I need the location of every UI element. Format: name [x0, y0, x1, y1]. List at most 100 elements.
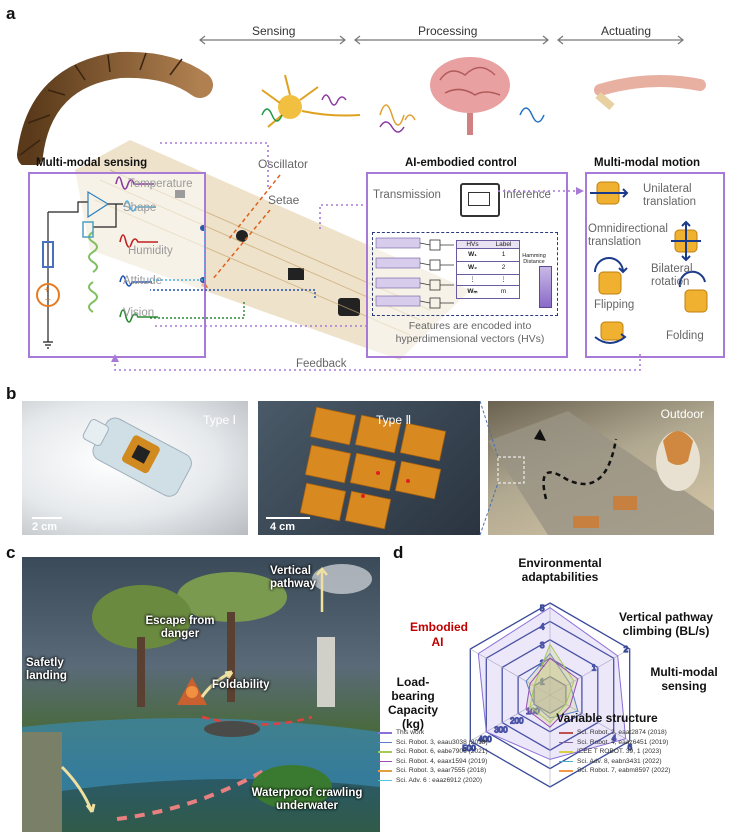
axis-vertical-climbing: Vertical pathway climbing (BL/s) — [618, 610, 714, 638]
legend-item: Sci. Robot. 3, eaar7555 (2018) — [378, 766, 553, 776]
legend-item: Sci. Adv. 6 : eaaz6912 (2020) — [378, 776, 553, 786]
legend-item: Sci. Robot. 7, eabm8597 (2022) — [559, 766, 734, 776]
annot-safely-landing: Safetly landing — [26, 657, 67, 682]
legend-label: Sci. Adv. 6 : eaaz6912 (2020) — [396, 776, 483, 784]
inference-label: Inference — [503, 189, 551, 201]
legend-swatch — [559, 751, 573, 753]
zoom-lines — [479, 400, 499, 536]
signal-temperature: Temperature — [128, 178, 193, 190]
hv-table-header-label: Label — [495, 241, 512, 248]
sensor-waveforms — [115, 176, 158, 323]
annot-vertical-pathway: Vertical pathway — [270, 565, 317, 590]
axis-multimodal-sensing: Multi-modal sensing — [650, 665, 718, 693]
mode-flipping: Flipping — [594, 299, 635, 311]
type-1-tag: Type Ⅰ — [203, 413, 236, 427]
radar-tick-label: 6 — [628, 743, 633, 752]
centipede-image — [17, 51, 213, 165]
mode-unilateral-translation: Unilateral translation — [643, 183, 697, 208]
type-2-tag: Type Ⅱ — [376, 413, 412, 427]
panel-label-b: b — [6, 384, 17, 403]
control-title: AI-embodied control — [405, 157, 517, 169]
legend-label: Sci. Robot. 3, eaar7555 (2018) — [396, 767, 487, 775]
scale-4cm: 4 cm — [270, 521, 296, 533]
hv-encoder-inputs — [375, 237, 454, 309]
brain-image — [379, 57, 510, 135]
legend-item: Sci. Adv. 8, eabn3431 (2022) — [559, 757, 734, 767]
legend-label: Sci. Robot. 4, eaaz6451 (2019) — [577, 738, 669, 746]
legend-swatch — [378, 741, 392, 743]
legend-item: Sci. Robot. 6, eabe7906 (2021) — [378, 747, 553, 757]
legend-swatch — [559, 732, 573, 734]
legend-label: Sci. Robot. 4, eaax1594 (2019) — [396, 757, 488, 765]
legend-swatch — [378, 770, 392, 772]
svg-text:−: − — [45, 295, 51, 306]
legend-swatch — [378, 779, 392, 781]
mode-folding: Folding — [666, 330, 704, 342]
feedback-label: Feedback — [296, 358, 347, 370]
legend-item: Sci. Robot. 3, eaat2874 (2018) — [559, 728, 734, 738]
legend-swatch — [559, 760, 573, 762]
radar-tick-label: 2 — [624, 645, 629, 654]
neuron-image — [261, 74, 361, 128]
radar-tick-label: 4 — [612, 734, 617, 743]
legend-item: Sci. Robot. 4, eaax1594 (2019) — [378, 757, 553, 767]
modular-robot-image — [299, 406, 447, 530]
hv-table-row: W₂ 2 — [456, 262, 520, 275]
stage-sensing: Sensing — [252, 24, 296, 38]
radar-tick-label: 4 — [540, 622, 545, 631]
radar-spoke — [470, 694, 551, 742]
axis-embodied-ai: Embodied AI — [410, 620, 469, 649]
legend-label: This work — [396, 729, 425, 737]
hv-table-header-hvs: HVs — [466, 241, 479, 248]
legend-label: Sci. Robot. 3, eaau3038 (2018) — [396, 738, 488, 746]
sensing-title: Multi-modal sensing — [36, 157, 148, 169]
panel-label-c: c — [6, 543, 16, 562]
radar-tick-label: 1 — [592, 663, 597, 672]
hv-table: HVs Label W₁ 1 W₂ 2 ⋮ ⋮ Wₘ m — [456, 240, 520, 299]
radar-series-polygon — [529, 643, 575, 724]
radar-tick-label: 300 — [494, 726, 508, 735]
stage-arrows — [199, 35, 684, 45]
svg-text:+: + — [44, 285, 50, 296]
scale-bar — [266, 517, 310, 519]
oscillator-label: Oscillator — [258, 157, 309, 171]
legend-swatch — [559, 770, 573, 772]
bio-illustration — [17, 51, 706, 165]
legend-item: Sci. Robot. 3, eaau3038 (2018) — [378, 738, 553, 748]
axis-load-bearing: Load-bearing Capacity (kg) — [387, 675, 439, 731]
axis-environmental: Environmental adaptabilities — [518, 556, 602, 584]
radar-series-polygon — [525, 652, 579, 719]
hv-table-row: ⋮ ⋮ — [456, 275, 520, 286]
annot-foldability: Foldability — [212, 679, 270, 691]
stage-processing: Processing — [418, 24, 478, 38]
radar-spoke — [549, 648, 630, 696]
radar-tick-label: 100 — [526, 707, 540, 716]
signal-shape: Shape — [123, 202, 157, 214]
sensing-circuit: + − — [36, 176, 204, 349]
hv-table-row: Wₘ m — [456, 286, 520, 299]
scale-bar — [32, 517, 62, 519]
legend-label: IEEE T ROBOT. 39, 1 (2023) — [577, 748, 662, 756]
radar-tick-label: 400 — [478, 735, 492, 744]
radar-spoke — [549, 694, 630, 742]
photo-outdoor: Outdoor — [488, 401, 714, 535]
legend-label: Sci. Robot. 3, eaat2874 (2018) — [577, 729, 667, 737]
scene-illustration — [22, 564, 380, 832]
panel-label-a: a — [6, 4, 16, 23]
radar-series-polygon — [525, 657, 579, 728]
signal-humidity: Humidity — [128, 245, 173, 257]
legend-item: Sci. Robot. 4, eaaz6451 (2019) — [559, 738, 734, 748]
outdoor-scene-image — [488, 411, 714, 535]
legend-item: This work — [378, 728, 553, 738]
muscle-image — [519, 75, 706, 123]
scale-2cm: 2 cm — [32, 521, 58, 533]
radar-tick-label: 1 — [540, 678, 545, 687]
signal-vision: Vision — [123, 307, 155, 319]
outdoor-tag: Outdoor — [660, 407, 704, 421]
radar-series-polygon — [477, 606, 627, 760]
axis-variable-structure: Variable structure — [556, 711, 658, 725]
bottle-robot-image — [82, 417, 192, 497]
flow-connectors — [111, 142, 641, 371]
radar-tick-label: 5 — [540, 604, 545, 613]
